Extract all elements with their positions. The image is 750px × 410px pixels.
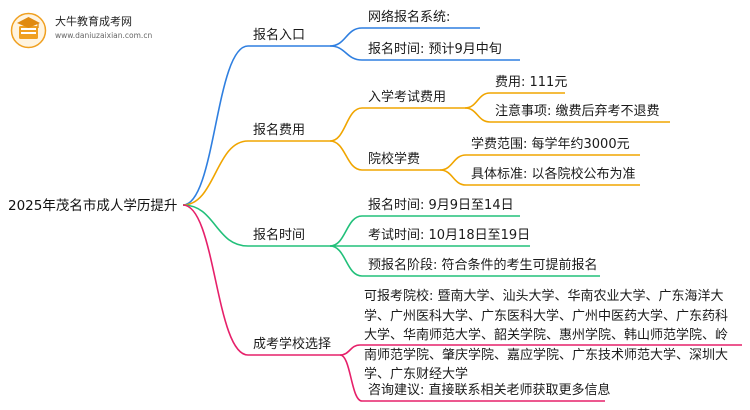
connector-b2-c2 bbox=[329, 140, 363, 171]
node-pre-registration: 预报名阶段: 符合条件的考生可提前报名 bbox=[368, 258, 598, 273]
connector-b1-c2 bbox=[329, 45, 363, 61]
logo-icon bbox=[10, 12, 47, 49]
connector-b4-c2 bbox=[339, 354, 363, 402]
logo-url: www.daniuzaixian.com.cn bbox=[55, 31, 153, 40]
node-eligible-schools: 可报考院校: 暨南大学、汕头大学、华南农业大学、广东海洋大学、广州医科大学、广东… bbox=[364, 289, 729, 382]
node-tuition: 院校学费 bbox=[368, 152, 421, 167]
connector-root-branch-3 bbox=[182, 204, 249, 247]
connector-b1-c1 bbox=[329, 27, 363, 47]
node-online-registration-system: 网络报名系统: bbox=[368, 10, 451, 25]
connector-b3-c1 bbox=[329, 215, 363, 247]
node-exam-fee: 入学考试费用 bbox=[368, 90, 447, 105]
connector-root-branch-2 bbox=[182, 140, 249, 206]
connector-b2-c2-g1 bbox=[439, 154, 467, 171]
connector-b2-c1-g2 bbox=[464, 107, 491, 123]
connector-b2-c1-g1 bbox=[464, 92, 491, 109]
root-topic: 2025年茂名市成人学历提升 bbox=[8, 198, 178, 214]
node-fee-notice: 注意事项: 缴费后弃考不退费 bbox=[495, 104, 660, 119]
node-tuition-standard: 具体标准: 以各院校公布为准 bbox=[471, 167, 636, 182]
connector-b2-c2-g2 bbox=[439, 169, 467, 186]
branch-registration-entry: 报名入口 bbox=[253, 28, 306, 43]
node-exam-dates: 考试时间: 10月18日至19日 bbox=[368, 228, 531, 243]
connector-root-branch-4 bbox=[182, 204, 249, 356]
node-registration-period: 报名时间: 预计9月中旬 bbox=[368, 42, 502, 57]
branch-school-choice: 成考学校选择 bbox=[253, 337, 332, 352]
node-tuition-range: 学费范围: 每学年约3000元 bbox=[471, 137, 630, 152]
node-registration-dates: 报名时间: 9月9日至14日 bbox=[368, 198, 514, 213]
connector-b3-c3 bbox=[329, 245, 363, 277]
connector-b4-c1 bbox=[339, 344, 361, 356]
connector-root-branch-1 bbox=[182, 45, 249, 206]
logo-title: 大牛教育成考网 bbox=[55, 15, 132, 28]
node-consult-advice: 咨询建议: 直接联系相关老师获取更多信息 bbox=[368, 383, 611, 398]
connector-b2-c1 bbox=[329, 107, 363, 142]
branch-timeline: 报名时间 bbox=[253, 228, 306, 243]
branch-registration-fees: 报名费用 bbox=[253, 123, 306, 138]
node-fee-amount: 费用: 111元 bbox=[495, 75, 568, 90]
